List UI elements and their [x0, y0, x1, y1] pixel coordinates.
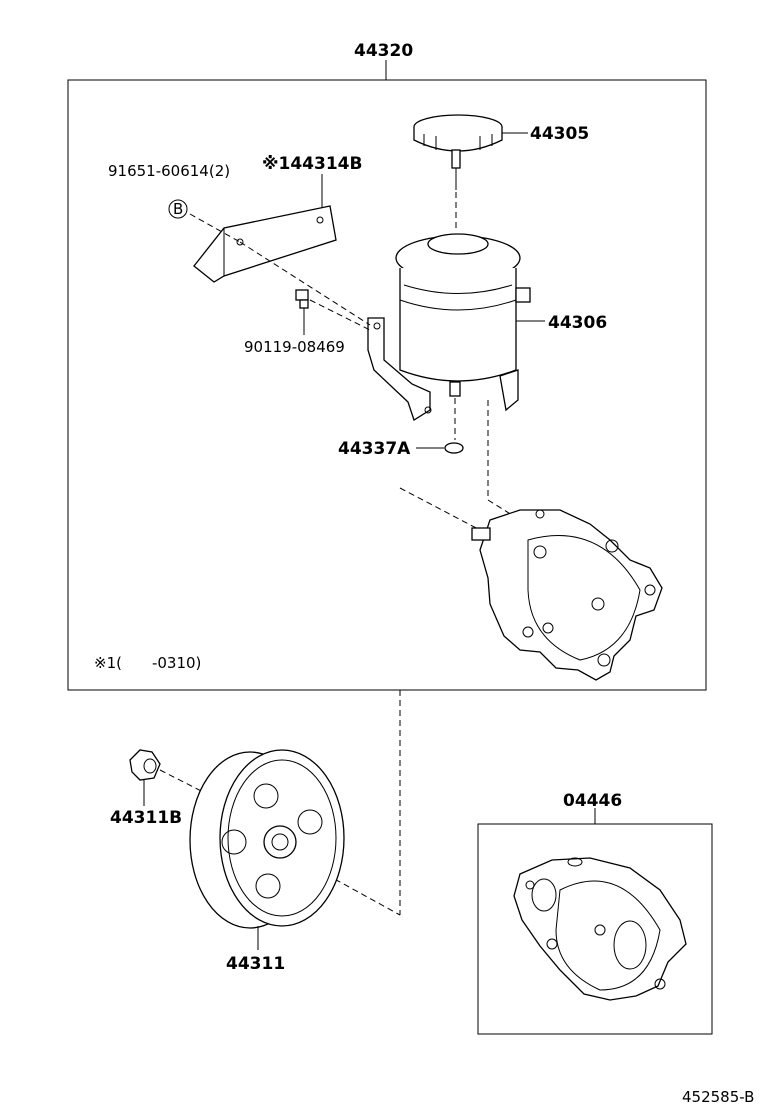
reservoir-bracket[interactable] [193, 205, 337, 283]
label-pulley: 44311 [226, 954, 285, 974]
assembly-label: 44320 [354, 41, 413, 61]
callout-b: B [173, 200, 183, 218]
gasket-kit[interactable] [513, 857, 687, 1001]
label-reservoir: 44306 [548, 313, 607, 333]
label-oring: 44337A [338, 439, 411, 459]
label-bracket-bolt: 91651-60614(2) [108, 162, 230, 180]
stud-bolt[interactable] [295, 289, 309, 309]
reservoir-cap[interactable] [413, 114, 503, 190]
reservoir-tank[interactable] [367, 233, 531, 421]
label-gasket-kit: 04446 [563, 791, 622, 811]
reference-code: 452585-B [682, 1088, 754, 1106]
label-stud: 90119-08469 [244, 338, 345, 356]
label-pulley-nut: 44311B [110, 808, 182, 828]
assembly-frame [67, 79, 707, 691]
oring[interactable] [444, 442, 464, 454]
note-text: ※1( -0310) [94, 654, 201, 672]
pulley-nut[interactable] [129, 749, 161, 781]
label-cap: 44305 [530, 124, 589, 144]
callout-b-circle [168, 199, 188, 219]
pulley[interactable] [189, 749, 345, 929]
label-bracket: ※144314B [262, 154, 362, 174]
power-steering-pump[interactable] [471, 509, 663, 681]
